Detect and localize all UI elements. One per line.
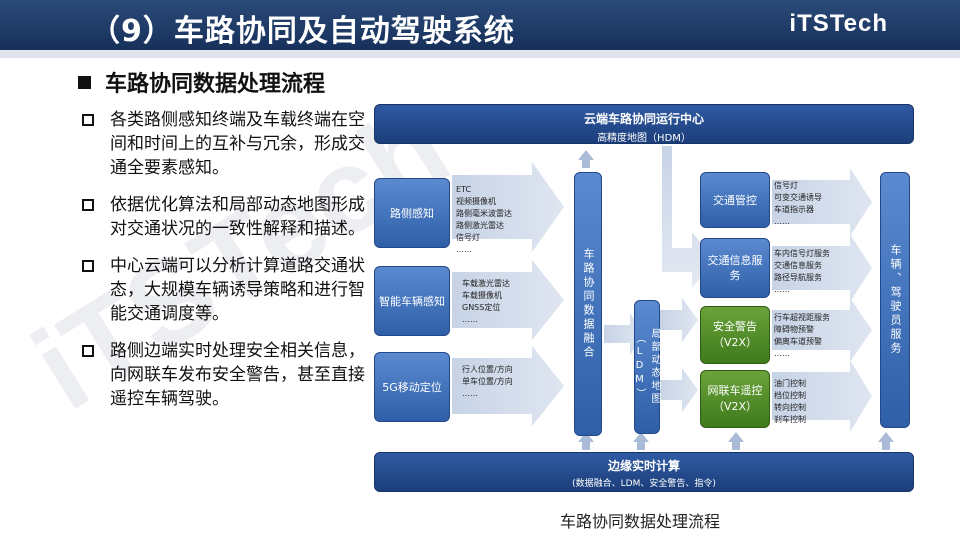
bullet-text: 依据优化算法和局部动态地图形成对交通状况的一致性解释和描述。 [110, 195, 365, 239]
input-node: 路侧感知 [374, 178, 450, 248]
input-node: 5G移动定位 [374, 352, 450, 422]
flow-arrow [772, 234, 872, 302]
bullet-item: 路侧边端实时处理安全相关信息，向网联车发布安全警告，甚至直接遥控车辆驾驶。 [82, 339, 372, 411]
brand-logo: iTSTech [789, 10, 888, 37]
up-arrow [878, 432, 894, 450]
list-item: 车载激光雷达 [462, 279, 510, 288]
input-item-list: 行人位置/方向 单车位置/方向 …… [462, 364, 513, 400]
list-item: …… [462, 315, 478, 324]
list-item: …… [774, 349, 790, 358]
list-item: 单车位置/方向 [462, 377, 513, 386]
list-item: 信号灯 [774, 181, 798, 190]
cloud-title: 云端车路协同运行中心 [583, 112, 704, 126]
input-label: 路侧感知 [390, 207, 434, 220]
list-item: 行车超视距服务 [774, 313, 830, 322]
list-item: 信号灯 [456, 233, 480, 242]
up-arrow [578, 150, 594, 168]
fusion-column: 车路协同数据融合 [574, 172, 602, 436]
list-item: 偏离车道预警 [774, 337, 822, 346]
flow-arrow [452, 260, 564, 340]
figure-caption: 车路协同数据处理流程 [560, 512, 721, 531]
input-label: 5G移动定位 [382, 381, 442, 394]
edge-subtitle: (数据融合、LDM、安全警告、指令) [572, 479, 716, 489]
up-arrow [578, 432, 594, 450]
bullet-list: 各类路侧感知终端及车载终端在空间和时间上的互补与冗余，形成交通全要素感知。 依据… [82, 108, 372, 424]
page-title: （9）车路协同及自动驾驶系统 [90, 14, 515, 49]
ldm-column: 局部动态地图（LDM） [634, 300, 660, 434]
checkbox-bullet-icon [82, 199, 94, 211]
list-item: …… [456, 245, 472, 254]
service-item-list: 行车超视距服务 障碍物预警 偏离车道预警 …… [774, 312, 830, 360]
checkbox-bullet-icon [82, 345, 94, 357]
list-item: 车载摄像机 [462, 291, 502, 300]
list-item: 刹车控制 [774, 415, 806, 424]
service-node: 交通管控 [700, 172, 770, 228]
up-arrow [728, 432, 744, 450]
list-item: 可变交通诱导 [774, 193, 822, 202]
bullet-text: 路侧边端实时处理安全相关信息，向网联车发布安全警告，甚至直接遥控车辆驾驶。 [110, 341, 365, 409]
bullet-item: 中心云端可以分析计算道路交通状态，大规模车辆诱导策略和进行智能交通调度等。 [82, 254, 372, 326]
section-heading: 车路协同数据处理流程 [78, 66, 325, 98]
edge-computing-bar: 边缘实时计算 (数据融合、LDM、安全警告、指令) [374, 452, 914, 492]
service-node: 网联车遥控（V2X） [700, 370, 770, 428]
list-item: 档位控制 [774, 391, 806, 400]
list-item: 车内信号灯服务 [774, 249, 830, 258]
list-item: …… [774, 285, 790, 294]
diagram-arrows [452, 146, 894, 450]
service-label: 安全警告（V2X） [712, 320, 758, 349]
bullet-item: 依据优化算法和局部动态地图形成对交通状况的一致性解释和描述。 [82, 193, 372, 241]
edge-title: 边缘实时计算 [607, 459, 680, 473]
cloud-subtitle: 高精度地图（HDM） [597, 133, 691, 144]
input-node: 智能车辆感知 [374, 266, 450, 336]
flow-arrow [772, 298, 872, 362]
list-item: 障碍物预警 [774, 325, 814, 334]
checkbox-bullet-icon [82, 114, 94, 126]
square-bullet-icon [78, 76, 91, 89]
flow-arrow [660, 368, 698, 412]
input-label: 智能车辆感知 [379, 295, 445, 308]
up-arrow [633, 432, 649, 450]
list-item: ETC [456, 185, 472, 194]
list-item: 转向控制 [774, 403, 806, 412]
flow-arrow [452, 162, 564, 252]
title-bar: （9）车路协同及自动驾驶系统 iTSTech [0, 0, 960, 50]
ldm-label: 局部动态地图（LDM） [634, 328, 660, 406]
cloud-center-bar: 云端车路协同运行中心 高精度地图（HDM） [374, 104, 914, 144]
bullet-text: 各类路侧感知终端及车载终端在空间和时间上的互补与冗余，形成交通全要素感知。 [110, 110, 365, 178]
service-item-list: 油门控制 档位控制 转向控制 刹车控制 [774, 378, 806, 426]
input-item-list: 车载激光雷达 车载摄像机 GNSS定位 …… [462, 278, 510, 326]
list-item: 交通信息服务 [774, 261, 822, 270]
list-item: 油门控制 [774, 379, 806, 388]
service-label: 交通管控 [713, 194, 757, 207]
section-title: 车路协同数据处理流程 [105, 72, 326, 97]
service-node: 交通信息服务 [700, 238, 770, 298]
list-item: 行人位置/方向 [462, 365, 513, 374]
list-item: 路侧激光雷达 [456, 221, 504, 230]
list-item: 视频摄像机 [456, 197, 496, 206]
service-item-list: 车内信号灯服务 交通信息服务 路径导航服务 …… [774, 248, 830, 296]
flow-arrow [452, 346, 564, 426]
bullet-text: 中心云端可以分析计算道路交通状态，大规模车辆诱导策略和进行智能交通调度等。 [110, 256, 365, 324]
checkbox-bullet-icon [82, 260, 94, 272]
list-item: 路侧毫米波雷达 [456, 209, 512, 218]
list-item: 路径导航服务 [774, 273, 822, 282]
list-item: GNSS定位 [462, 303, 501, 312]
flow-arrow [772, 360, 872, 432]
fusion-label: 车路协同数据融合 [582, 248, 595, 360]
list-item: …… [462, 389, 478, 398]
list-item: 车道指示器 [774, 205, 814, 214]
list-item: …… [774, 217, 790, 226]
input-item-list: ETC 视频摄像机 路侧毫米波雷达 路侧激光雷达 信号灯 …… [456, 184, 512, 256]
flow-arrow [772, 168, 872, 236]
service-label: 网联车遥控（V2X） [707, 384, 763, 413]
service-node: 安全警告（V2X） [700, 306, 770, 364]
flow-diagram: 云端车路协同运行中心 高精度地图（HDM） 路侧感知 ETC 视频摄像机 路侧毫… [372, 100, 920, 495]
title-underline [0, 50, 960, 58]
output-label: 车辆、驾驶员服务 [889, 244, 902, 356]
service-label: 交通信息服务 [707, 254, 763, 282]
service-item-list: 信号灯 可变交通诱导 车道指示器 …… [774, 180, 822, 228]
bullet-item: 各类路侧感知终端及车载终端在空间和时间上的互补与冗余，形成交通全要素感知。 [82, 108, 372, 180]
output-column: 车辆、驾驶员服务 [880, 172, 910, 428]
flow-arrow [660, 298, 698, 342]
